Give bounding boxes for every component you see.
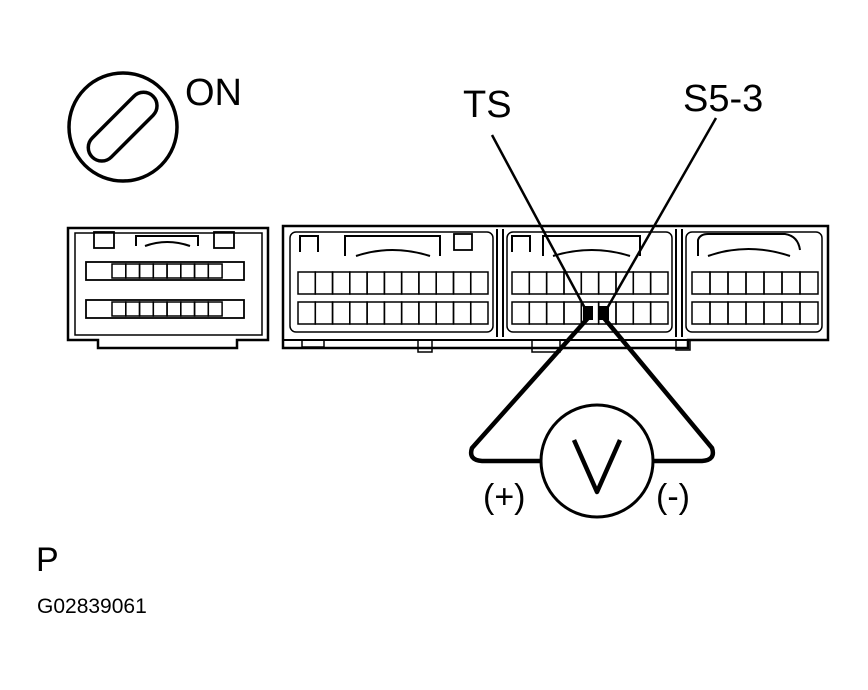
connector-pin-cell	[469, 301, 489, 325]
connector-main	[281, 224, 830, 353]
connector-pin-cell	[691, 301, 711, 325]
positive-lead-wire	[468, 316, 590, 464]
connector-pin-cell	[400, 301, 420, 325]
connector-pin-cell	[314, 301, 334, 325]
connector-pin-cell	[418, 271, 437, 295]
connector-pin-cell	[314, 271, 334, 295]
connector-pin-cell	[452, 301, 472, 325]
connector-pin-cell	[207, 263, 223, 279]
connector-pin-cell	[563, 301, 583, 325]
negative-lead-wire	[602, 316, 716, 464]
negative-probe-label: (-)	[656, 478, 690, 516]
connector-pin-cell	[632, 271, 652, 295]
connector-pin-cell	[545, 301, 565, 325]
connector-pin-cell	[125, 301, 141, 317]
connector-pin-cell	[138, 263, 155, 279]
s5-3-terminal-label: S5-3	[683, 78, 764, 120]
connector-pin-cell	[649, 301, 669, 325]
connector-pin-cell	[331, 271, 351, 295]
positive-probe-label: (+)	[483, 478, 526, 516]
connector-pin-cell	[799, 271, 819, 295]
connector-pin-cell	[111, 263, 127, 279]
terminal-s5-3-marker	[599, 306, 609, 320]
connector-pin-cell	[452, 271, 472, 295]
connector-pin-cell	[632, 301, 652, 325]
connector-pin-cell	[528, 271, 548, 295]
connector-pin-cell	[511, 271, 531, 295]
voltmeter-v-symbol	[571, 439, 623, 495]
terminal-ts-marker	[583, 306, 593, 320]
connector-pin-cell	[138, 301, 155, 317]
connector-pin-cell	[597, 271, 617, 295]
connector-pin-cell	[331, 301, 351, 325]
connector-pin-cell	[297, 301, 317, 325]
connector-pin-cell	[297, 271, 317, 295]
connector-pin-cell	[511, 301, 531, 325]
connector-pin-cell	[615, 301, 635, 325]
connector-pin-cell	[580, 271, 600, 295]
connector-pin-cell	[781, 301, 801, 325]
connector-pin-cell	[763, 271, 783, 295]
connector-pin-cell	[709, 301, 729, 325]
connector-pin-cell	[366, 271, 386, 295]
connector-pin-cell	[180, 263, 196, 279]
ts-terminal-label: TS	[463, 84, 512, 126]
connector-pin-cell	[193, 263, 210, 279]
connector-pin-cell	[545, 271, 565, 295]
connector-pin-cell	[763, 301, 783, 325]
connector-pin-cell	[691, 271, 711, 295]
ignition-switch-icon	[67, 71, 179, 183]
connector-pin-cell	[125, 263, 141, 279]
switch-on-label: ON	[185, 72, 242, 114]
connector-pin-cell	[152, 301, 168, 317]
connector-pin-cell	[207, 301, 223, 317]
connector-pin-cell	[781, 271, 801, 295]
figure-marker: P	[36, 541, 59, 579]
ts-leader-line	[490, 134, 589, 313]
s5-3-leader-line	[603, 117, 718, 313]
connector-pin-cell	[383, 301, 403, 325]
connector-pin-cell	[418, 301, 437, 325]
connector-pin-cell	[649, 271, 669, 295]
connector-pin-cell	[193, 301, 210, 317]
connector-left	[66, 226, 270, 350]
connector-pin-cell	[709, 271, 729, 295]
connector-pin-cell	[435, 301, 455, 325]
connector-pin-cell	[383, 271, 403, 295]
connector-pin-cell	[435, 271, 455, 295]
connector-pin-cell	[528, 301, 548, 325]
connector-pin-cell	[799, 301, 819, 325]
connector-pin-cell	[745, 301, 765, 325]
connector-pin-cell	[469, 271, 489, 295]
connector-pin-cell	[400, 271, 420, 295]
connector-pin-cell	[180, 301, 196, 317]
voltmeter-circle	[539, 403, 655, 519]
figure-code: G02839061	[37, 595, 147, 618]
connector-pin-cell	[152, 263, 168, 279]
connector-pin-cell	[727, 301, 747, 325]
connector-pin-cell	[727, 271, 747, 295]
connector-pin-cell	[366, 301, 386, 325]
connector-pin-cell	[349, 301, 368, 325]
connector-pin-cell	[166, 301, 182, 317]
connector-pin-cell	[349, 271, 368, 295]
connector-pin-cell	[111, 301, 127, 317]
connector-pin-cell	[166, 263, 182, 279]
connector-pin-cell	[745, 271, 765, 295]
